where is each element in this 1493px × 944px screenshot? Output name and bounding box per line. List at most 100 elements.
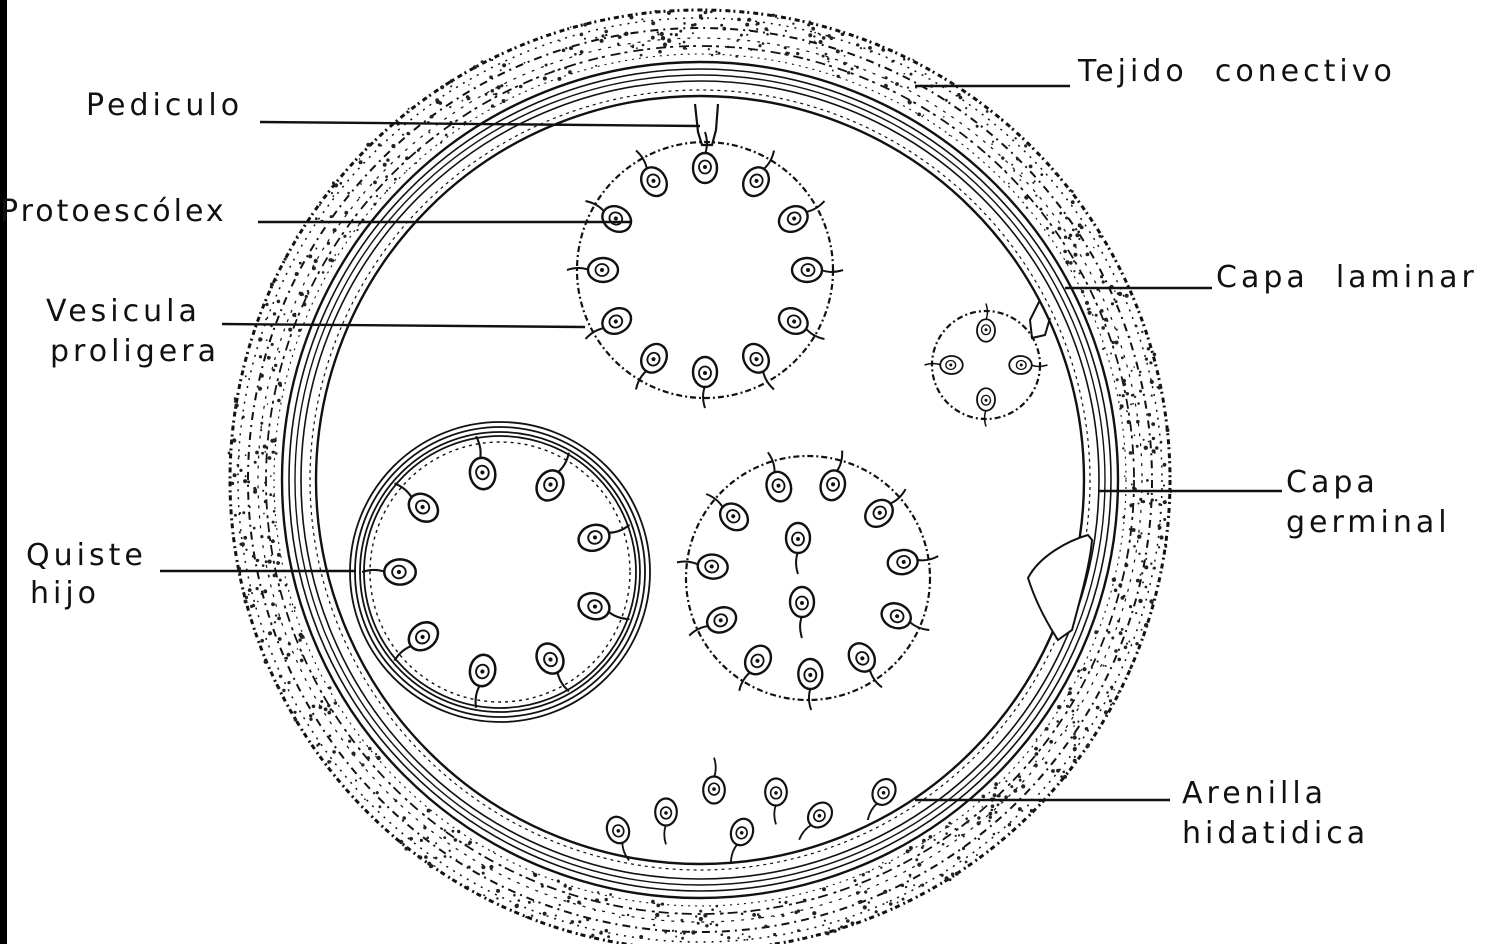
stipple-dot bbox=[912, 59, 914, 61]
protoescolex bbox=[580, 191, 636, 237]
stipple-dot bbox=[445, 134, 448, 137]
stipple-dot bbox=[651, 21, 655, 25]
stipple-dot bbox=[1029, 165, 1033, 169]
stipple-dot bbox=[909, 876, 911, 878]
stipple-dot bbox=[618, 35, 622, 39]
stipple-dot bbox=[1140, 532, 1142, 534]
stipple-dot bbox=[564, 884, 567, 887]
stipple-dot bbox=[278, 637, 282, 641]
stipple-dot bbox=[1102, 348, 1104, 350]
stipple-dot bbox=[976, 125, 979, 128]
stipple-dot bbox=[584, 38, 586, 40]
stipple-dot bbox=[468, 842, 471, 845]
stipple-dot bbox=[747, 18, 751, 22]
stipple-dot bbox=[1069, 234, 1073, 238]
stipple-dot bbox=[272, 451, 275, 454]
stipple-dot bbox=[1155, 499, 1157, 501]
stipple-dot bbox=[1057, 705, 1061, 709]
stipple-dot bbox=[270, 475, 272, 477]
stipple-dot bbox=[811, 27, 815, 31]
stipple-dot bbox=[330, 215, 333, 218]
stipple-dot bbox=[748, 936, 750, 938]
protoescolex bbox=[386, 474, 443, 528]
stipple-dot bbox=[640, 54, 643, 57]
stipple-dot bbox=[703, 913, 707, 917]
stipple-dot bbox=[1069, 687, 1072, 690]
stipple-dot bbox=[295, 272, 299, 276]
stipple-dot bbox=[922, 839, 926, 843]
stipple-dot bbox=[913, 884, 915, 886]
stipple-dot bbox=[355, 779, 357, 781]
stipple-dot bbox=[746, 34, 748, 36]
stipple-dot bbox=[443, 836, 446, 839]
stipple-dot bbox=[1115, 300, 1118, 303]
stipple-dot bbox=[1063, 771, 1066, 774]
stipple-dot bbox=[764, 925, 767, 928]
stipple-dot bbox=[1118, 583, 1122, 587]
arenilla-hidatidica bbox=[603, 758, 900, 867]
stipple-dot bbox=[843, 62, 846, 65]
stipple-dot bbox=[533, 901, 535, 903]
stipple-dot bbox=[989, 812, 993, 816]
stipple-dot bbox=[1100, 309, 1104, 313]
stipple-dot bbox=[994, 787, 997, 790]
stipple-dot bbox=[868, 901, 870, 903]
stipple-dot bbox=[405, 156, 409, 160]
stipple-dot bbox=[813, 35, 815, 37]
stipple-dot bbox=[435, 842, 437, 844]
stipple-dot bbox=[880, 867, 882, 869]
stipple-dot bbox=[1136, 420, 1140, 424]
stipple-dot bbox=[1139, 371, 1142, 374]
stipple-dot bbox=[951, 873, 954, 876]
protoescolex bbox=[684, 603, 740, 647]
stipple-dot bbox=[586, 918, 589, 921]
stipple-dot bbox=[1077, 231, 1080, 234]
stipple-dot bbox=[607, 935, 610, 938]
stipple-dot bbox=[906, 849, 910, 853]
pedicle-small bbox=[1030, 300, 1050, 338]
stipple-dot bbox=[531, 915, 533, 917]
stipple-dot bbox=[265, 303, 268, 306]
stipple-dot bbox=[331, 192, 333, 194]
stipple-dot bbox=[1138, 553, 1140, 555]
stipple-dot bbox=[695, 915, 697, 917]
stipple-dot bbox=[273, 510, 276, 513]
stipple-dot bbox=[860, 886, 862, 888]
stipple-dot bbox=[1119, 394, 1121, 396]
stipple-dot bbox=[962, 847, 965, 850]
stipple-dot bbox=[826, 931, 830, 935]
protoescolex bbox=[729, 641, 776, 697]
stipple-dot bbox=[878, 66, 880, 68]
stipple-dot bbox=[719, 911, 721, 913]
stipple-dot bbox=[943, 116, 945, 118]
stipple-dot bbox=[988, 820, 990, 822]
stipple-dot bbox=[1010, 785, 1013, 788]
stipple-dot bbox=[807, 23, 810, 26]
stipple-dot bbox=[1105, 665, 1107, 667]
label-vesicula-line2: proligera bbox=[50, 332, 220, 372]
stipple-dot bbox=[394, 799, 397, 802]
stipple-dot bbox=[347, 192, 350, 195]
stipple-dot bbox=[1034, 180, 1036, 182]
stipple-dot bbox=[1011, 164, 1013, 166]
stipple-dot bbox=[315, 217, 318, 220]
stipple-dot bbox=[409, 837, 413, 841]
protoescolex bbox=[886, 544, 940, 576]
stipple-dot bbox=[808, 33, 812, 37]
stipple-dot bbox=[1144, 446, 1148, 450]
stipple-dot bbox=[1001, 156, 1004, 159]
stipple-dot bbox=[749, 29, 751, 31]
label-pediculo: Pediculo bbox=[86, 86, 243, 126]
protoescolex bbox=[858, 775, 900, 826]
stipple-dot bbox=[1064, 236, 1067, 239]
stipple-dot bbox=[681, 919, 684, 922]
stipple-dot bbox=[1077, 670, 1080, 673]
stipple-dot bbox=[1129, 666, 1132, 669]
stipple-dot bbox=[672, 930, 674, 932]
protoescolex bbox=[738, 145, 784, 201]
stipple-dot bbox=[430, 115, 434, 119]
stipple-dot bbox=[1045, 761, 1048, 764]
stipple-dot bbox=[1073, 732, 1076, 735]
stipple-dot bbox=[379, 805, 382, 808]
stipple-dot bbox=[599, 931, 603, 935]
